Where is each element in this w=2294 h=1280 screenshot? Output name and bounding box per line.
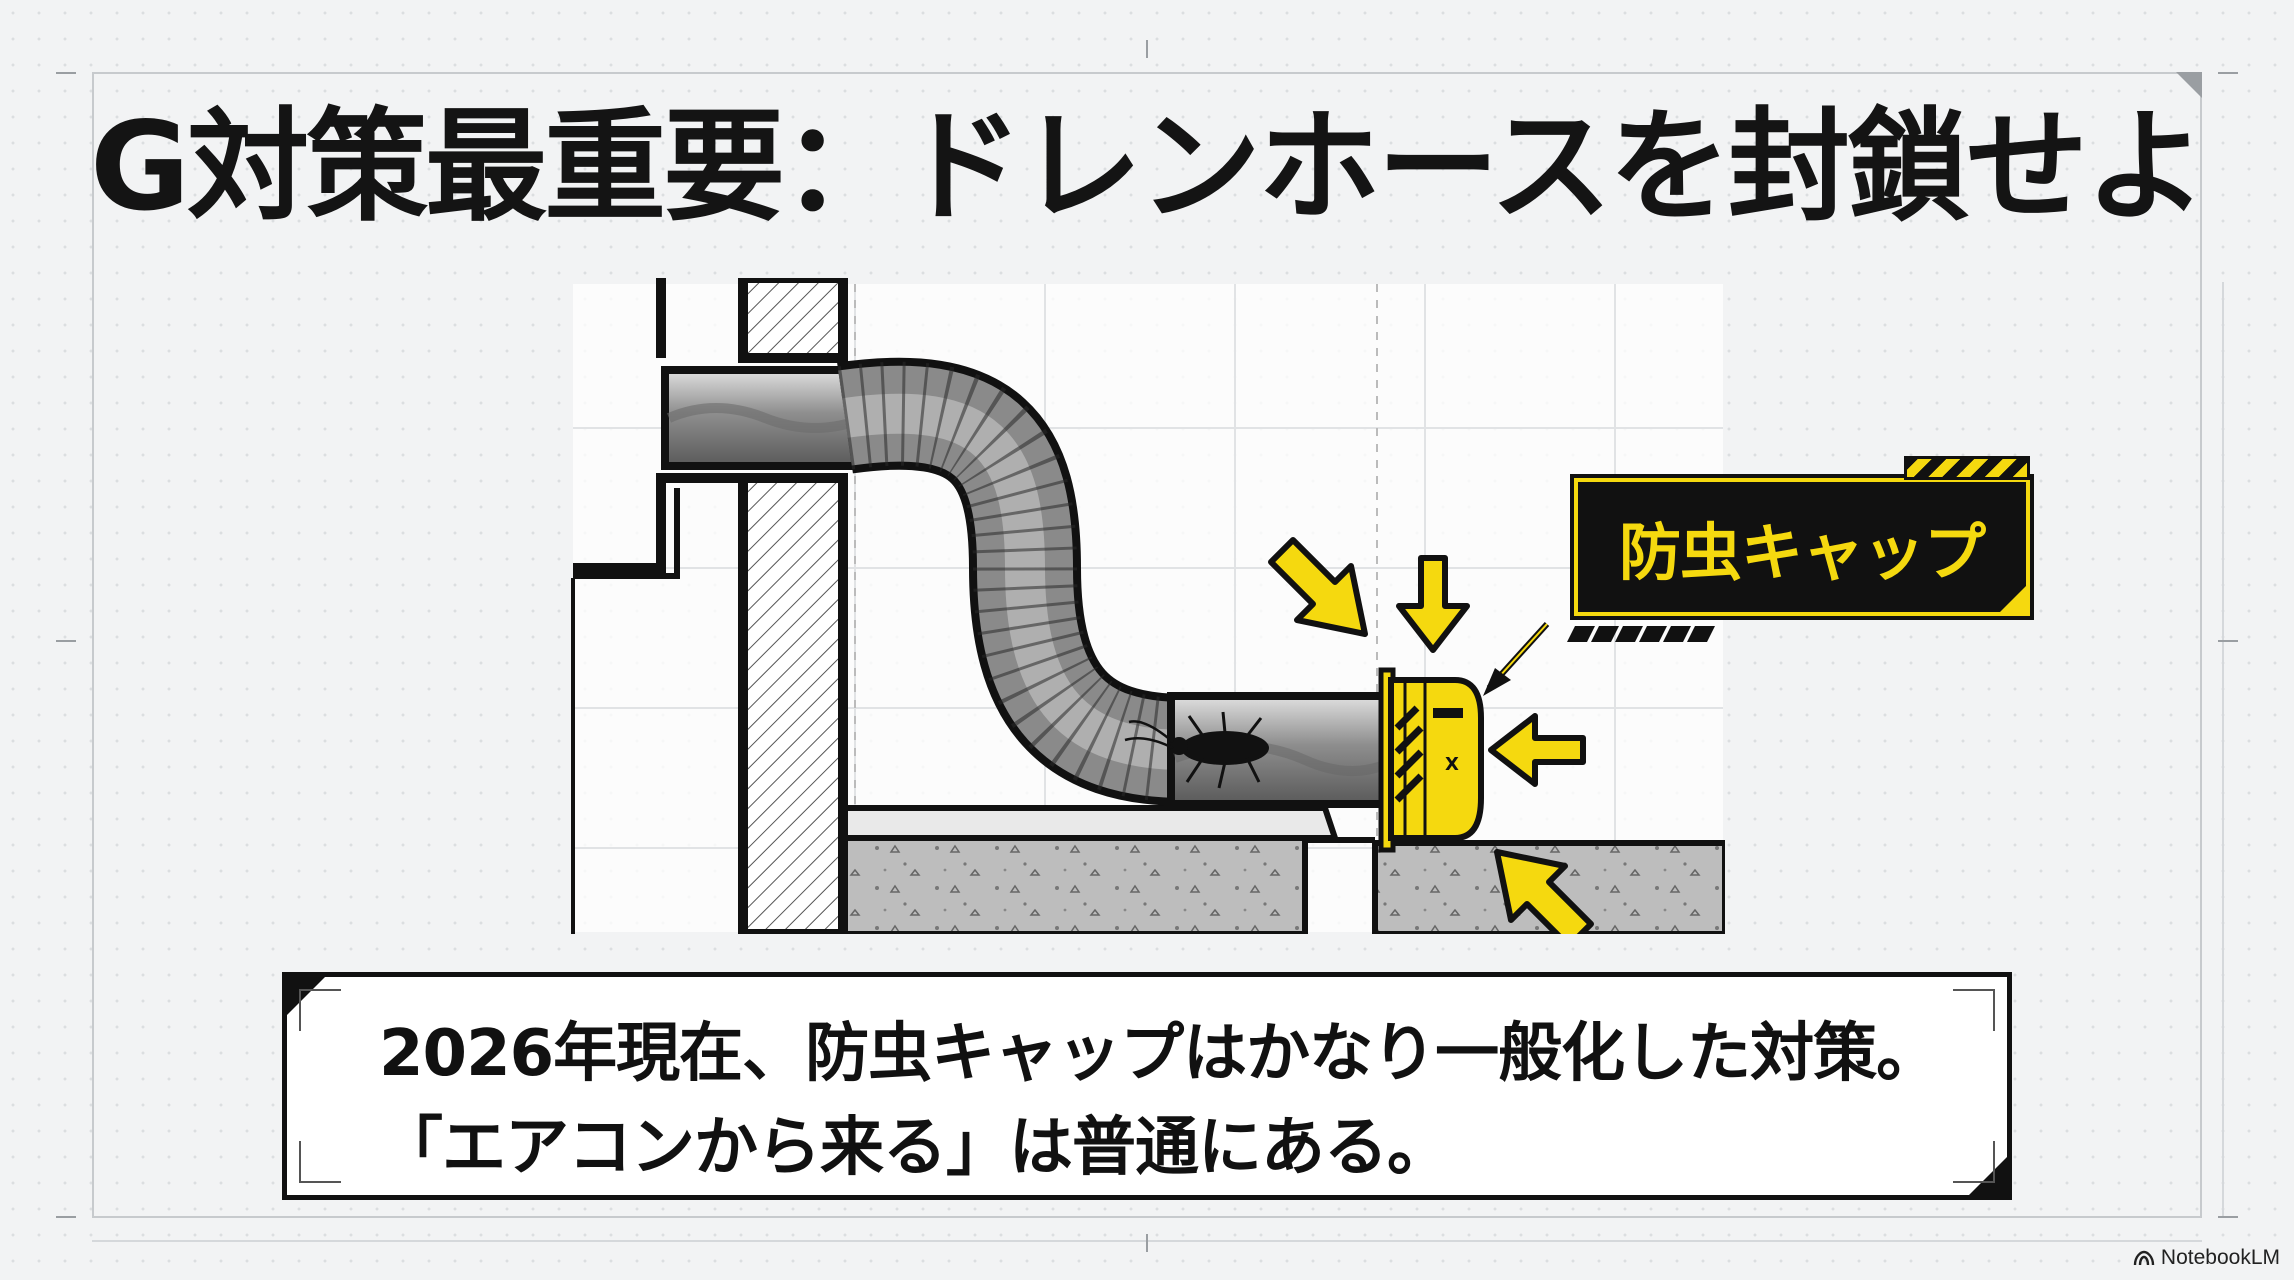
tick-left-mid: [56, 640, 76, 642]
tick-left-bottom: [56, 1216, 76, 1218]
caption-line-1: 2026年現在、防虫キャップはかなり一般化した対策。: [379, 1017, 1940, 1091]
cap-label-callout: [1483, 621, 1550, 696]
cap-label-corner: [1998, 584, 2028, 614]
arrow-topleft-icon: [1268, 537, 1368, 637]
building-wall: [571, 278, 848, 934]
pressure-arrows: [1268, 537, 1594, 934]
arrow-right-icon: [1488, 713, 1586, 787]
caption-line-2: 「エアコンから来る」は普通にある。: [379, 1111, 1451, 1185]
tick-right-top: [2218, 72, 2238, 74]
cap-label-box: 防虫キャップ: [1574, 456, 2030, 616]
page-title: G対策最重要：ドレンホースを封鎖せよ: [89, 96, 2207, 238]
corner-fold-icon: [2176, 72, 2202, 98]
tick-left-top: [56, 72, 76, 74]
drain-hose-diagram: X: [571, 278, 1725, 934]
notebooklm-logo-icon: [2133, 1250, 2155, 1266]
bug-cap-icon: X: [1378, 667, 1484, 853]
frame-top-line: [92, 72, 2202, 74]
frame-outer-right-line: [2222, 282, 2224, 1218]
caption-bracket-br: [1953, 1141, 1995, 1183]
frame-left-line: [92, 72, 94, 1218]
tick-right-bottom: [2218, 1216, 2238, 1218]
cap-label-text: 防虫キャップ: [1618, 516, 1986, 589]
tick-right-mid: [2218, 640, 2238, 642]
svg-text:X: X: [1445, 754, 1459, 775]
notebooklm-logo: NotebookLM: [2133, 1246, 2280, 1270]
tick-top-center: [1146, 40, 1148, 58]
caption-text: 2026年現在、防虫キャップはかなり一般化した対策。 「エアコンから来る」は普通…: [379, 1007, 1979, 1195]
frame-bottom-line: [92, 1216, 2202, 1218]
cap-label-stripe-top: [1904, 456, 2030, 480]
caption-bracket-tr: [1953, 989, 1995, 1031]
caption-corner-bottom-right: [1964, 1152, 2012, 1200]
caption-bracket-bl: [299, 1141, 341, 1183]
tick-bottom-center: [1146, 1234, 1148, 1252]
frame-right-line: [2200, 72, 2202, 1218]
notebooklm-logo-text: NotebookLM: [2160, 1246, 2280, 1269]
arrow-top-icon: [1396, 555, 1470, 653]
caption-corner-top-left: [282, 972, 330, 1020]
arrow-bottomright-icon: [1494, 849, 1594, 934]
cockroach-icon: [1124, 711, 1269, 789]
drain-hose: [661, 357, 1419, 808]
cap-label-hazard-stripes: [1567, 626, 1715, 642]
caption-bracket-tl: [299, 989, 341, 1031]
caption-box: 2026年現在、防虫キャップはかなり一般化した対策。 「エアコンから来る」は普通…: [282, 972, 2012, 1200]
